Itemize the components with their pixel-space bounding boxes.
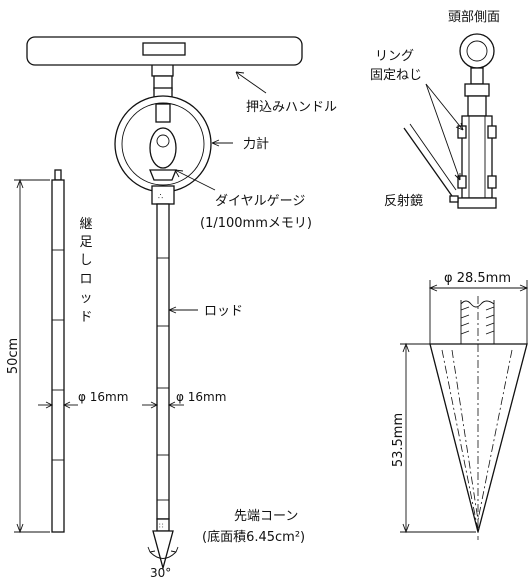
label-cone-diameter: φ 28.5mm <box>444 271 511 286</box>
cone-detail-shape <box>429 296 528 540</box>
force-gauge-shape: ∴ <box>114 87 212 205</box>
label-rod-dia-left: φ 16mm <box>78 390 128 404</box>
ext-rod-char: ロ <box>79 272 92 287</box>
ext-rod-char: 継 <box>79 217 92 232</box>
label-rod: ロッド <box>204 304 243 319</box>
leader-dial-gauge <box>174 169 216 191</box>
ext-rod-char: 足 <box>79 235 92 250</box>
ext-rod-char: ド <box>79 310 92 325</box>
reflector-shape <box>403 123 457 197</box>
svg-text:∴: ∴ <box>158 192 163 201</box>
label-dial-gauge-unit: (1/100mmメモリ) <box>200 216 312 231</box>
label-reflector: 反射鏡 <box>384 193 423 209</box>
leader-ring-a <box>425 83 464 131</box>
label-cone-angle: 30° <box>150 566 171 579</box>
dimension-50cm: 50cm <box>6 178 50 534</box>
label-tip-cone-area: (底面積6.45cm²) <box>202 529 305 545</box>
dim-rod-right: φ 16mm <box>142 390 226 409</box>
main-rod-shape: ∷ <box>156 203 170 532</box>
label-push-handle: 押込みハンドル <box>246 100 337 115</box>
leader-push-handle <box>235 71 267 94</box>
extension-rod-shape <box>51 169 65 533</box>
ext-rod-char: し <box>79 253 92 268</box>
head-side-shape <box>449 33 497 209</box>
label-tip-cone: 先端コーン <box>234 509 298 524</box>
cone-diameter-dim: φ 28.5mm <box>428 271 529 344</box>
tip-cone-shape <box>147 530 179 571</box>
label-cone-height: 53.5mm <box>391 413 406 467</box>
svg-text:∷: ∷ <box>159 522 163 530</box>
ext-rod-char: ッ <box>79 291 92 306</box>
label-head-side: 頭部側面 <box>448 10 500 25</box>
leader-ring-b <box>425 83 461 181</box>
label-force-gauge: 力計 <box>243 136 269 152</box>
label-rod-dia-right: φ 16mm <box>176 390 226 404</box>
cone-height-dim: 53.5mm <box>391 342 476 534</box>
dim-rod-left: φ 16mm <box>38 390 128 409</box>
push-handle-shape <box>26 36 303 91</box>
label-50cm: 50cm <box>6 338 21 374</box>
label-ring-2: 固定ねじ <box>370 68 422 83</box>
label-ring-1: リング <box>375 49 414 64</box>
label-dial-gauge: ダイヤルゲージ <box>215 194 305 209</box>
label-extension-rod: 継 足 し ロ ッ ド <box>79 217 92 325</box>
